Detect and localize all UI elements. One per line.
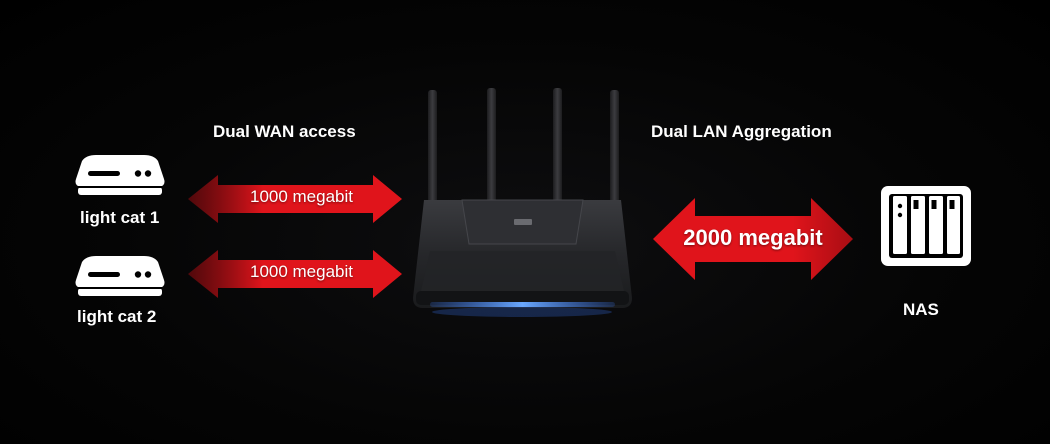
wan2-link-arrow: 1000 megabit <box>188 248 403 300</box>
light-cat-1-label: light cat 1 <box>80 208 160 227</box>
wan2-speed-label: 1000 megabit <box>249 262 354 281</box>
nas-icon <box>879 184 973 268</box>
lan-speed-label: 2000 megabit <box>683 225 823 250</box>
router-image <box>410 86 635 326</box>
lan-heading: Dual LAN Aggregation <box>651 122 832 141</box>
modem-icon <box>74 254 166 298</box>
nas-label: NAS <box>903 300 939 319</box>
modem-icon <box>74 153 166 197</box>
wan-heading: Dual WAN access <box>213 122 356 141</box>
light-cat-2-label: light cat 2 <box>77 307 157 326</box>
lan-link-arrow: 2000 megabit <box>653 196 853 282</box>
wan1-link-arrow: 1000 megabit <box>188 173 403 225</box>
wan1-speed-label: 1000 megabit <box>249 187 354 206</box>
